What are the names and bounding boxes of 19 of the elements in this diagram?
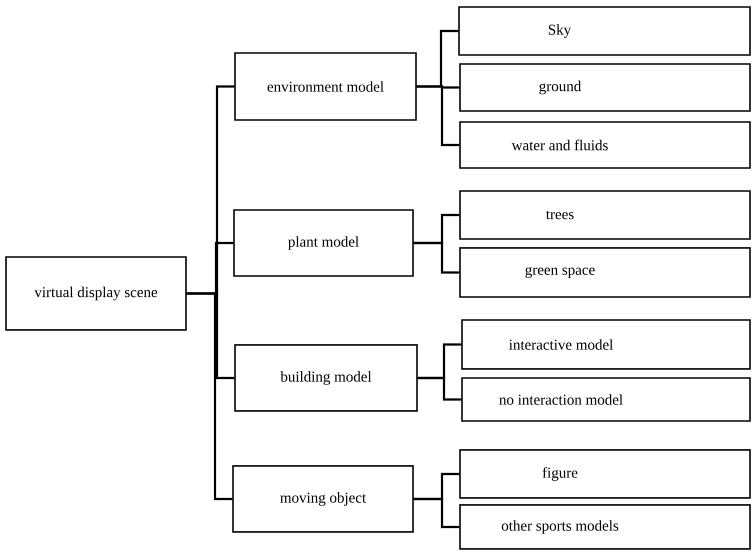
model-box: moving object: [232, 465, 414, 533]
bracket-connector: [414, 242, 460, 274]
model-box: ground: [459, 63, 751, 112]
model-box: trees: [459, 190, 751, 240]
model-box: interactive model: [461, 319, 751, 370]
bracket-connector: [418, 376, 462, 401]
model-box: green space: [459, 247, 751, 298]
model-box: environment model: [234, 52, 417, 121]
model-box: Sky: [458, 6, 751, 56]
model-box: water and fluids: [459, 121, 751, 169]
bracket-connector: [416, 85, 460, 146]
model-box: no interaction model: [461, 377, 751, 422]
bracket-connector: [414, 498, 460, 528]
model-box: plant model: [233, 209, 414, 277]
model-box: building model: [234, 344, 418, 412]
bracket-connector: [186, 292, 232, 500]
model-box: other sports models: [459, 504, 751, 550]
model-box: figure: [459, 449, 751, 499]
model-box: virtual display scene: [5, 256, 187, 331]
